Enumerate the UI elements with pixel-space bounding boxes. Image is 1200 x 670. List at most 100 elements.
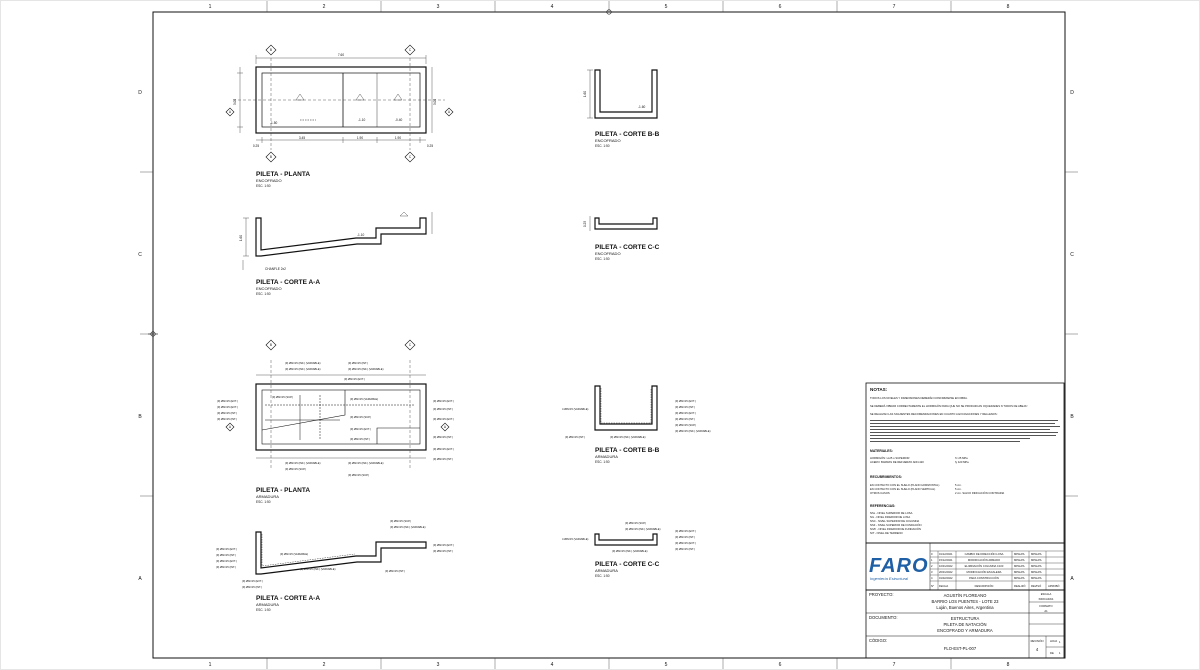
section-mark-a-left: A [225, 107, 235, 117]
rebar-tag: (9) Ø8c/15 (INF.) (VARIABLE) [610, 435, 646, 439]
dim-span-a: 3.45 [299, 136, 305, 140]
rev-cell: 1 [931, 558, 933, 562]
rebar-tag: (9) Ø8c/15 (INT.) [350, 437, 370, 441]
rev-cell: MPALPA [1014, 576, 1025, 580]
rebar-tag: (9) Ø8c/15 (SUP.) [285, 467, 306, 471]
rebar-tag: (9) Ø8c/15 (INF.) (VARIABLE) [390, 525, 426, 529]
grid-col-label: 5 [665, 4, 668, 10]
title-block: PROYECTO: AGUSTÍN FLOREANO BARRIO LOS PU… [865, 589, 1065, 659]
rev-header: N° [931, 584, 934, 588]
grid-column-labels: 1 2 3 4 5 6 7 8 1 2 3 4 5 6 7 8 [209, 4, 1010, 668]
rev-header: FECHA [939, 584, 948, 588]
rebar-tag: (9) Ø8c/15 (INF.) (VARIABLE) [348, 461, 384, 465]
rebar-tag: (9) Ø8c/15 (EXT.) [242, 579, 263, 583]
rebar-tag: (9) Ø8c/15 (SUP.) [675, 423, 696, 427]
company-logo: FARO Ingeniería Estructural [869, 555, 929, 581]
revision-label: REVISIÓN [1031, 638, 1044, 643]
grid-col-label: 8 [1007, 662, 1010, 668]
rebar-tag: (9) Ø8c/15 (EXT.) [675, 529, 696, 533]
cover-line: EN CONTACTO CON EL SUELO (PLANO HORIZONT… [870, 483, 939, 487]
view-title-cut-aa-formwork: PILETA - CORTE A-A [256, 279, 320, 286]
rebar-tag: (9) Ø8c/15 (SUP.) [272, 395, 293, 399]
level-mark-bb: -1.60 [638, 105, 645, 109]
sheet-of-label: DE [1050, 651, 1054, 655]
grid-row-label: B [1070, 414, 1074, 420]
dim-right-wall: 0.25 [427, 144, 433, 148]
dim-bb-height: 1.60 [583, 91, 587, 97]
document-label: DOCUMENTO: [869, 615, 898, 620]
revision-table: 0 01/12/2021 CAMBIO DE DIRECCIÓN LOSA MP… [865, 542, 1065, 591]
rev-cell: 20/01/2022 [939, 570, 953, 574]
chamfer-note: CHANFLE 2x2 [265, 267, 286, 271]
section-mark-a-right: A [440, 422, 450, 432]
cover-line: OTROS CASOS [870, 491, 890, 495]
rebar-tag: (9) Ø8c/15 (INT.) [216, 553, 236, 557]
svg-text:B: B [270, 48, 272, 52]
rebar-tag: (9) Ø8c/15 (INF.) (VARIABLE) [285, 461, 321, 465]
project-site: BARRIO LOS PUENTES - LOTE 23 [931, 599, 999, 604]
view-scale: ESC. 1:50 [595, 144, 610, 148]
rebar-tag: (9) Ø8c/15 (INT.) [675, 535, 695, 539]
rev-cell: MODIFICACIÓN ESCALERA [967, 569, 1002, 574]
view-scale: ESC. 1:50 [595, 574, 610, 578]
view-scale: ESC. 1:50 [595, 460, 610, 464]
logo-wordmark: FARO [869, 555, 929, 577]
plan-formwork-view: 7.60 0.25 3.45 1.90 1.90 0.25 3.00 3.00 … [225, 44, 454, 163]
rev-cell: MPALPA [1031, 576, 1042, 580]
grid-row-label: B [138, 414, 142, 420]
rebar-tag: (9) Ø8c/15 (EXT.) [433, 399, 454, 403]
reference-line: NIT - NIVEL DE TERRENO [870, 531, 903, 535]
rebar-tag: 4 Ø8c/15 (VARIABLE) [562, 407, 588, 411]
rebar-tag: (9) Ø8c/15 (INF.) (VARIABLE) [625, 527, 661, 531]
scale-value: INDICADAS [1039, 597, 1054, 601]
section-mark-c-bottom: C [404, 151, 416, 163]
rebar-tag: (9) Ø8c/15 (INF.) (VARIABLE) [300, 567, 336, 571]
reference-line: NSF - NIVEL SUPERIOR DE FUNDACIÓN [870, 522, 921, 527]
rebar-tag: (9) Ø8c/15 (EXT.) [350, 427, 371, 431]
material-line: ACERO: BARRAS DE REFUERZO ADN-420 [870, 460, 924, 464]
grid-row-label: C [138, 252, 142, 258]
rebar-tag: (9) Ø8c/15 (INF.) (VARIABLE) [285, 367, 321, 371]
drawing-code: FLO-EST-PL-007 [944, 646, 977, 651]
rev-cell: MPALPA [1014, 570, 1025, 574]
logo-tagline: Ingeniería Estructural [870, 576, 908, 581]
view-scale: ESC. 1:50 [256, 184, 271, 188]
rebar-tag: (9) Ø8c/15 (INT.) [433, 457, 453, 461]
note-line: SE REALIZAN LAS SIGUIENTES RECOMENDACION… [870, 412, 998, 416]
grid-col-label: 4 [551, 4, 554, 10]
rev-cell: 0 [931, 552, 933, 556]
rev-cell: 01/02/2022 [939, 576, 953, 580]
svg-text:B: B [270, 343, 272, 347]
project-location: Luján, Buenos Aires, Argentina [936, 605, 994, 610]
reference-line: NSC - NIVEL SUPERIOR DE COLUMNA [870, 519, 919, 523]
document-line: PILETA DE NATACIÓN [943, 622, 986, 627]
grid-row-label: C [1070, 252, 1074, 258]
rebar-tag: (9) Ø8c/15 (VARIABLE) [350, 397, 378, 401]
rev-cell: 10/01/2022 [939, 564, 953, 568]
dim-height-right: 3.00 [433, 99, 437, 105]
rebar-tag: (9) Ø8c/15 (INT.) [433, 435, 453, 439]
rev-cell: PARA CONSTRUCCIÓN [969, 575, 999, 580]
format-label: FORMATO [1039, 604, 1052, 608]
rebar-tag: (9) Ø8c/15 (SUP.) [390, 519, 411, 523]
rev-cell: MODIFICACIÓN ARMADO [968, 557, 1000, 562]
rev-cell: 01/12/2021 [939, 552, 953, 556]
document-line: ESTRUCTURA [951, 616, 980, 621]
section-mark-a-right: A [444, 107, 454, 117]
rebar-tag: (9) Ø8c/15 (INF.) (VARIABLE) [348, 367, 384, 371]
view-title-cut-aa-reinforcement: PILETA - CORTE A-A [256, 595, 320, 602]
sheet-total: 1 [1059, 651, 1061, 655]
cover-value: 2 cm. SALVO INDICACIÓN CONTRARIA [955, 490, 1004, 495]
rev-cell: MPALPA [1031, 552, 1042, 556]
rebar-tag: (9) Ø8c/15 (EXT.) [433, 447, 454, 451]
grid-col-label: 8 [1007, 4, 1010, 10]
svg-text:C: C [409, 343, 412, 347]
view-subtitle: ENCOFRADO [595, 138, 621, 143]
rev-cell: MPALPA [1031, 564, 1042, 568]
svg-text:C: C [409, 155, 412, 159]
section-mark-b-top: B [265, 339, 277, 351]
grid-col-label: 2 [323, 4, 326, 10]
rebar-tag: (9) Ø8c/15 (EXT.) [217, 399, 238, 403]
cut-aa-reinforcement-view: (9) Ø8c/15 (EXT.) (9) Ø8c/15 (INT.) (9) … [216, 519, 454, 589]
grid-col-label: 3 [437, 4, 440, 10]
